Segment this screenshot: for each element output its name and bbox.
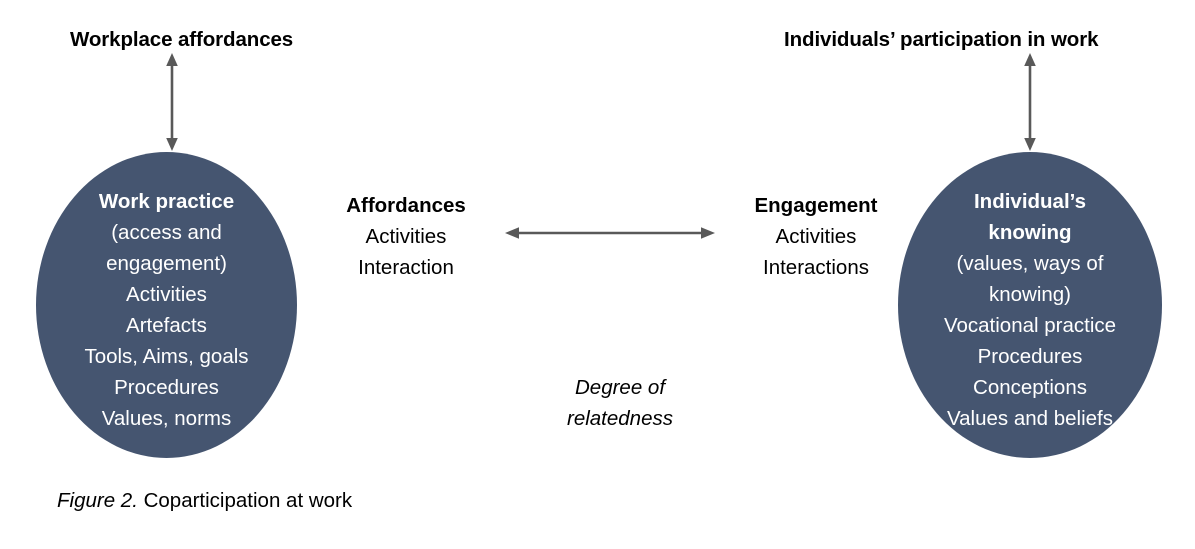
heading-individuals-participation-in-work: Individuals’ participation in work [784, 28, 1099, 51]
figure-caption-text: Coparticipation at work [137, 489, 353, 512]
ellipse-left-line-4: Activities [126, 283, 207, 306]
label-engagement-title: Engagement [754, 194, 878, 217]
figure-caption-number: Figure 2. [57, 489, 138, 512]
label-affordances-line1: Activities [365, 225, 447, 248]
label-affordances-title: Affordances [346, 194, 466, 217]
label-degree-of-relatedness: Degree of relatedness [530, 372, 710, 434]
ellipse-left-line-7: Procedures [114, 376, 219, 399]
ellipse-right-line-1: Individual’s [973, 190, 1086, 213]
ellipse-left-line-1: Work practice [98, 190, 235, 213]
ellipse-right-line-3: (values, ways of [956, 252, 1104, 275]
label-engagement-line1: Activities [775, 225, 857, 248]
ellipse-left-line-3: engagement) [106, 252, 227, 275]
ellipse-right-line-4: knowing) [988, 283, 1072, 306]
double-headed-horizontal-arrow-icon [505, 227, 715, 239]
label-affordances-line2: Interaction [358, 256, 454, 279]
double-headed-vertical-arrow-right-icon [1024, 53, 1036, 151]
figure-caption: Figure 2. Coparticipation at work [57, 487, 352, 515]
degree-of-relatedness-line2: relatedness [567, 407, 673, 430]
ellipse-left-line-6: Tools, Aims, goals [84, 345, 249, 368]
ellipse-right-line-8: Values and beliefs [946, 407, 1113, 430]
label-affordances: Affordances Activities Interaction [330, 190, 482, 283]
ellipse-individuals-knowing: Individual’s knowing (values, ways of kn… [898, 152, 1162, 458]
label-engagement-line2: Interactions [763, 256, 869, 279]
ellipse-right-line-7: Conceptions [973, 376, 1087, 399]
double-headed-vertical-arrow-left-icon [166, 53, 178, 151]
ellipse-right-line-2: knowing [988, 221, 1072, 244]
ellipse-left-line-5: Artefacts [126, 314, 207, 337]
degree-of-relatedness-line1: Degree of [574, 376, 666, 399]
ellipse-right-line-5: Vocational practice [943, 314, 1117, 337]
ellipse-left-line-2: (access and [111, 221, 222, 244]
label-engagement: Engagement Activities Interactions [740, 190, 892, 283]
ellipse-work-practice: Work practice (access and engagement) Ac… [36, 152, 297, 458]
heading-workplace-affordances: Workplace affordances [70, 28, 294, 51]
ellipse-right-line-6: Procedures [977, 345, 1083, 368]
ellipse-left-line-8: Values, norms [101, 407, 232, 430]
